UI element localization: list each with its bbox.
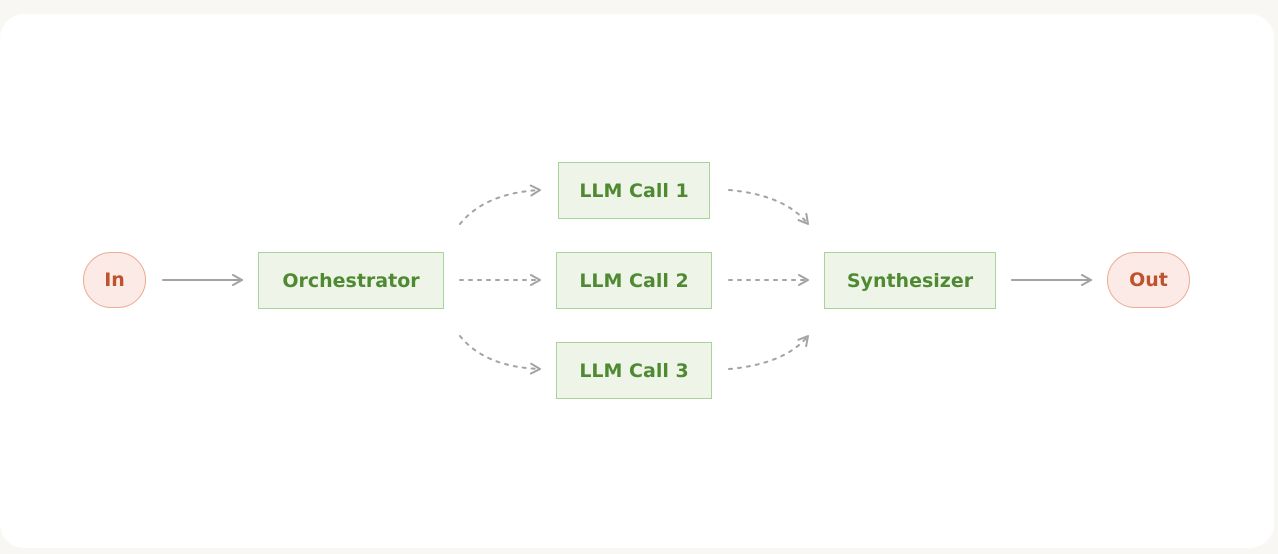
llm-call-1-node: LLM Call 1 [558, 162, 710, 219]
arrow-llm-call-1-to-synthesizer [728, 189, 809, 225]
input-node: In [83, 252, 146, 308]
arrow-orchestrator-to-llm-call-3 [459, 335, 541, 375]
output-node: Out [1107, 252, 1190, 308]
llm-call-2-node: LLM Call 2 [556, 252, 712, 309]
synthesizer-node: Synthesizer [824, 252, 996, 309]
orchestrator-node: Orchestrator [258, 252, 444, 309]
arrow-orchestrator-to-llm-call-1 [459, 184, 541, 225]
llm-call-3-node: LLM Call 3 [556, 342, 712, 399]
arrow-llm-call-3-to-synthesizer [728, 335, 809, 370]
